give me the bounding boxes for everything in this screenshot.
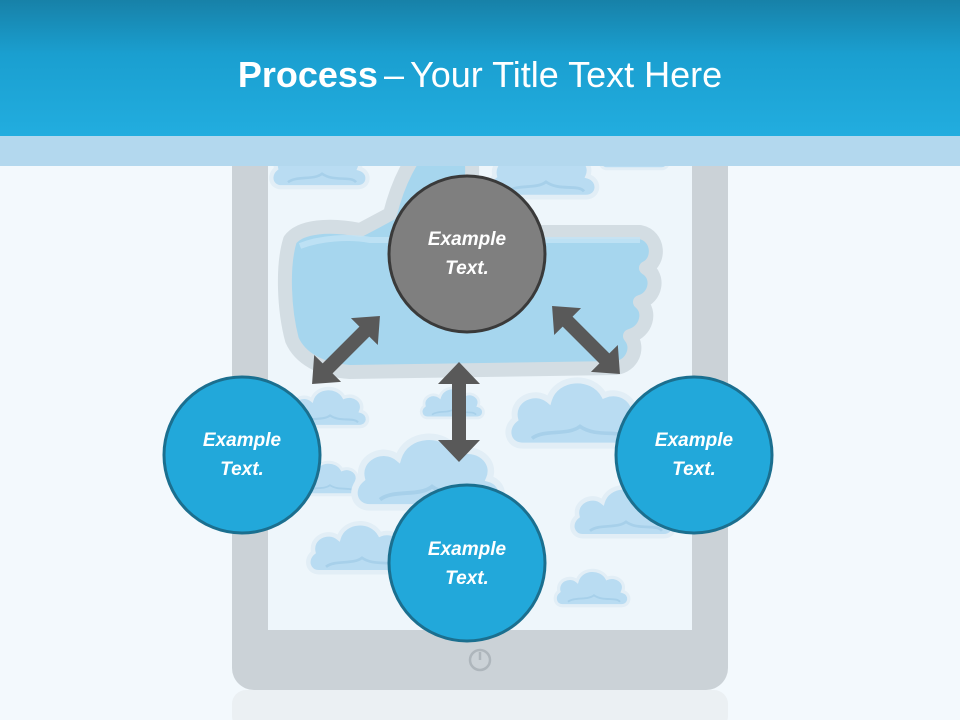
title-dash: – — [383, 54, 404, 95]
node-left-line2: Text. — [220, 459, 264, 480]
title-bold: Process — [237, 54, 378, 95]
node-label-top: Example Text. — [397, 225, 537, 283]
title-text: Your Title Text Here — [409, 54, 723, 95]
node-top-line1: Example — [427, 229, 507, 250]
node-top-line2: Text. — [445, 258, 489, 279]
double-arrow-icon — [438, 362, 480, 462]
node-label-left: Example Text. — [172, 426, 312, 484]
node-bottom-line1: Example — [427, 539, 507, 560]
node-label-bottom: Example Text. — [397, 535, 537, 593]
node-label-right: Example Text. — [624, 426, 764, 484]
node-circle-bottom — [387, 483, 547, 643]
tablet-reflection — [232, 690, 728, 720]
double-arrow-icon — [552, 306, 620, 374]
power-button-icon — [468, 648, 492, 672]
double-arrow-icon — [312, 316, 380, 384]
node-left-line1: Example — [202, 430, 282, 451]
title-band — [0, 136, 960, 166]
node-circle-left — [162, 375, 322, 535]
node-right-line1: Example — [654, 430, 734, 451]
node-right-line2: Text. — [672, 459, 716, 480]
node-bottom-line2: Text. — [445, 568, 489, 589]
node-circle-right — [614, 375, 774, 535]
title-bar — [0, 0, 960, 136]
node-circle-top — [387, 174, 547, 334]
slide-title: Process–Your Title Text Here — [0, 52, 960, 98]
